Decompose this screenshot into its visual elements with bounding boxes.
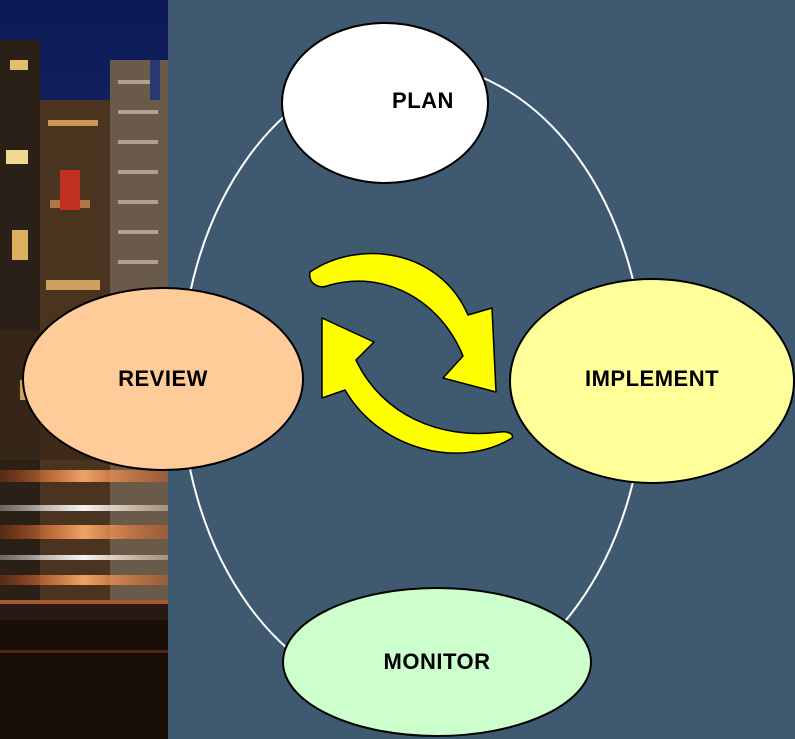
node-monitor-shape [282,587,592,737]
node-implement-label: IMPLEMENT [585,366,719,391]
node-plan-shape [281,22,489,184]
node-implement-shape [509,278,795,484]
node-review-label: REVIEW [118,366,208,391]
node-monitor-label: MONITOR [384,649,491,674]
node-review[interactable]: REVIEW [22,287,304,471]
node-monitor[interactable]: MONITOR [282,587,592,737]
node-implement[interactable]: IMPLEMENT [509,278,795,484]
arrow-counterclockwise-icon [321,317,514,454]
node-plan-label: PLAN [392,88,454,113]
arrow-clockwise-icon [309,252,497,393]
cycle-arrows [309,252,514,454]
node-plan[interactable]: PLAN [281,22,489,184]
node-review-shape [22,287,304,471]
